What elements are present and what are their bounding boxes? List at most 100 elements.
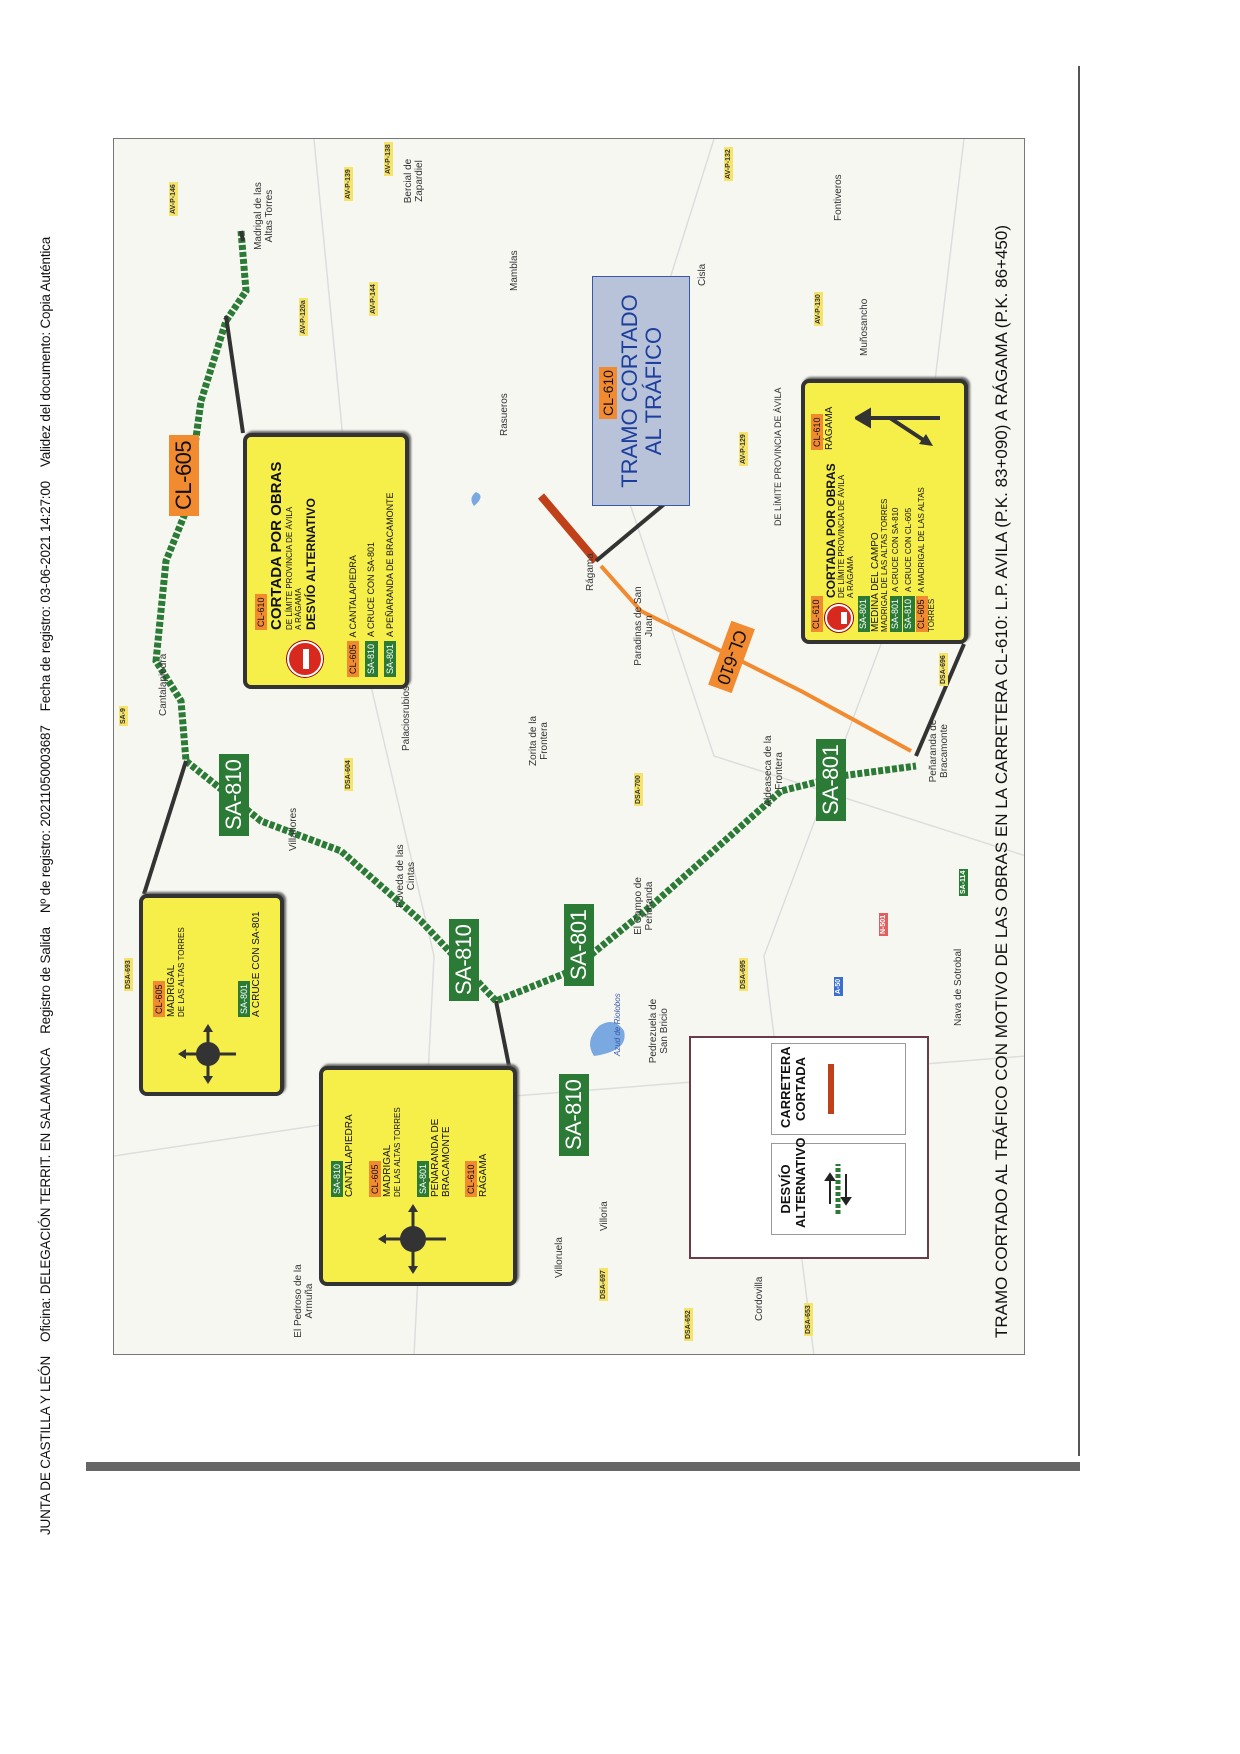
- road-badge: DSA-697: [599, 1268, 608, 1301]
- direction-arrows-icon: [855, 407, 940, 446]
- road-badge: DSA-696: [939, 653, 948, 686]
- road-badge: AV-P-138: [384, 142, 393, 176]
- destination: A CRUCE CON SA-801: [366, 541, 377, 637]
- route-tag: CL-605: [347, 641, 360, 677]
- legend-detour: DESVÍO ALTERNATIVO: [771, 1137, 906, 1235]
- road-badge: AV-P-144: [369, 282, 378, 316]
- town-label: Villoruela: [554, 1237, 565, 1278]
- sign-detour: CL-610 CORTADA POR OBRAS DE LÍMITE PROVI…: [243, 433, 409, 689]
- road-badge: DSA-604: [344, 758, 353, 791]
- road-badge: A-50: [834, 976, 843, 996]
- route-tag: CL-605: [369, 1161, 382, 1197]
- destination: RÁGAMA: [823, 406, 835, 450]
- reg-date: Fecha de registro: 03-06-2021 14:27:00: [38, 481, 53, 712]
- route-tag: CL-610: [255, 594, 268, 630]
- destination: A CRUCE CON SA-810: [891, 507, 901, 592]
- route-tag: SA-810: [365, 640, 378, 677]
- destination-sub: DE LAS ALTAS TORRES: [177, 927, 186, 1017]
- route-tag: SA-810: [331, 1160, 344, 1197]
- town-label: Rasueros: [499, 393, 510, 436]
- destination: PEÑARANDA DE BRACAMONTE: [429, 1118, 453, 1197]
- registry-header: JUNTA DE CASTILLA Y LEÓNOficina: DELEGAC…: [38, 45, 60, 1535]
- sign-detour-title: DESVÍO ALTERNATIVO: [304, 498, 319, 630]
- closed-symbol-icon: [828, 1064, 834, 1114]
- road-badge: N-501: [879, 912, 888, 936]
- destination: MEDINA DEL CAMPO: [869, 532, 881, 632]
- road-label-sa810: SA-810: [219, 753, 249, 836]
- reservoir-label: Azud de Riolobos: [613, 993, 622, 1056]
- map-frame: Madrigal de las Altas Torres Cantalapied…: [113, 138, 1025, 1355]
- road-badge: AV-P-120a: [299, 298, 308, 336]
- town-label: Cordovilla: [754, 1276, 765, 1321]
- route-tag: SA-801: [417, 1160, 430, 1197]
- road-badge: AV-P-139: [344, 167, 353, 201]
- destination: MADRIGAL: [165, 964, 177, 1017]
- route-tag: SA-810: [903, 595, 916, 632]
- legend-closed: CARRETERA CORTADA: [771, 1043, 906, 1135]
- callout-line2: AL TRÁFICO: [641, 326, 667, 456]
- town-label: Nava de Sotrobal: [953, 948, 964, 1026]
- road-badge: DSA-700: [634, 773, 643, 806]
- org: JUNTA DE CASTILLA Y LEÓN: [38, 1355, 53, 1535]
- route-tag: SA-801: [857, 595, 870, 632]
- sign-title: CORTADA POR OBRAS: [267, 461, 285, 630]
- sign-sub: A RÁGAMA: [845, 556, 855, 598]
- road-badge: DSA-693: [124, 958, 133, 991]
- no-entry-icon: [824, 604, 853, 632]
- detour-symbol-icon: [824, 1164, 852, 1214]
- destination: CANTALAPIEDRA: [343, 1114, 355, 1197]
- pond: [471, 492, 481, 506]
- closed-section-callout: CL-610 TRAMO CORTADO AL TRÁFICO: [592, 276, 690, 506]
- destination-sub: MADRIGAL DE LAS ALTAS TORRES: [879, 498, 889, 632]
- town-label: Paradinas de San Juan: [633, 586, 655, 666]
- road-badge: DSA-695: [739, 958, 748, 991]
- road-label-cl605: CL-605: [169, 434, 199, 516]
- cl610-closed-segment: [537, 493, 600, 564]
- road-badge: SA-9: [119, 706, 128, 726]
- road-badge: AV-P-130: [814, 292, 823, 326]
- road-badge: SA-114: [959, 868, 968, 896]
- road-badge: DSA-653: [804, 1303, 813, 1336]
- town-label: Villoria: [599, 1201, 610, 1231]
- town-label: Zorita de la Frontera: [528, 715, 550, 767]
- town-label: Palaciosrubios: [401, 685, 412, 751]
- roundabout-icon: [378, 1204, 446, 1274]
- town-label: Poveda de las Cintas: [395, 844, 417, 908]
- detour-route: [152, 230, 917, 1006]
- road-badge: AV-P-129: [739, 432, 748, 466]
- page-rule: [1078, 66, 1080, 1456]
- town-label: Rágama: [585, 553, 596, 591]
- destination: MADRIGAL: [381, 1144, 393, 1197]
- town-label: Villaflores: [288, 807, 299, 851]
- town-label: Bercial de Zapardiel: [403, 158, 425, 204]
- river-azud: [590, 1022, 625, 1056]
- destination: A CRUCE CON SA-801: [250, 911, 262, 1017]
- map-caption: TRAMO CORTADO AL TRÁFICO CON MOTIVO DE L…: [992, 225, 1011, 1338]
- register: Registro de Salida: [38, 927, 53, 1034]
- road-badge: AV-P-132: [724, 147, 733, 181]
- sign-leaders: [142, 230, 966, 1067]
- validity: Validez del documento: Copia Auténtica: [38, 236, 53, 468]
- town-label: Mamblas: [509, 250, 520, 291]
- town-label: Pedrezuela de San Bricio: [648, 998, 670, 1064]
- no-entry-icon: [287, 641, 323, 677]
- destination-sub: DE LAS ALTAS TORRES: [393, 1107, 402, 1197]
- road-badge: AV-P-146: [169, 182, 178, 216]
- callout-line1: TRAMO CORTADO: [617, 294, 642, 488]
- roundabout-icon: [178, 1024, 236, 1084]
- town-label: Fontiveros: [833, 174, 844, 221]
- route-tag: CL-610: [811, 596, 823, 632]
- callout-road: CL-610: [599, 367, 617, 419]
- legend-detour-label: DESVÍO ALTERNATIVO: [778, 1137, 808, 1228]
- route-tag: CL-610: [465, 1161, 478, 1197]
- destination: RÁGAMA: [477, 1153, 489, 1197]
- sign-sub: A RÁGAMA: [293, 588, 303, 630]
- town-label: El Campo de Peñaranda: [633, 877, 655, 935]
- road-badge: DSA-652: [684, 1308, 693, 1341]
- route-tag: CL-610: [811, 414, 824, 450]
- sign-sub: DE LÍMITE PROVINCIA DE ÁVILA: [284, 506, 294, 630]
- legend: DESVÍO ALTERNATIVO CARRETERA CORTADA: [689, 1036, 929, 1259]
- route-tag: SA-801: [890, 595, 903, 632]
- destination: A CRUCE CON CL-605: [904, 507, 914, 592]
- town-label: Aldeaseca de la Frontera: [763, 735, 785, 807]
